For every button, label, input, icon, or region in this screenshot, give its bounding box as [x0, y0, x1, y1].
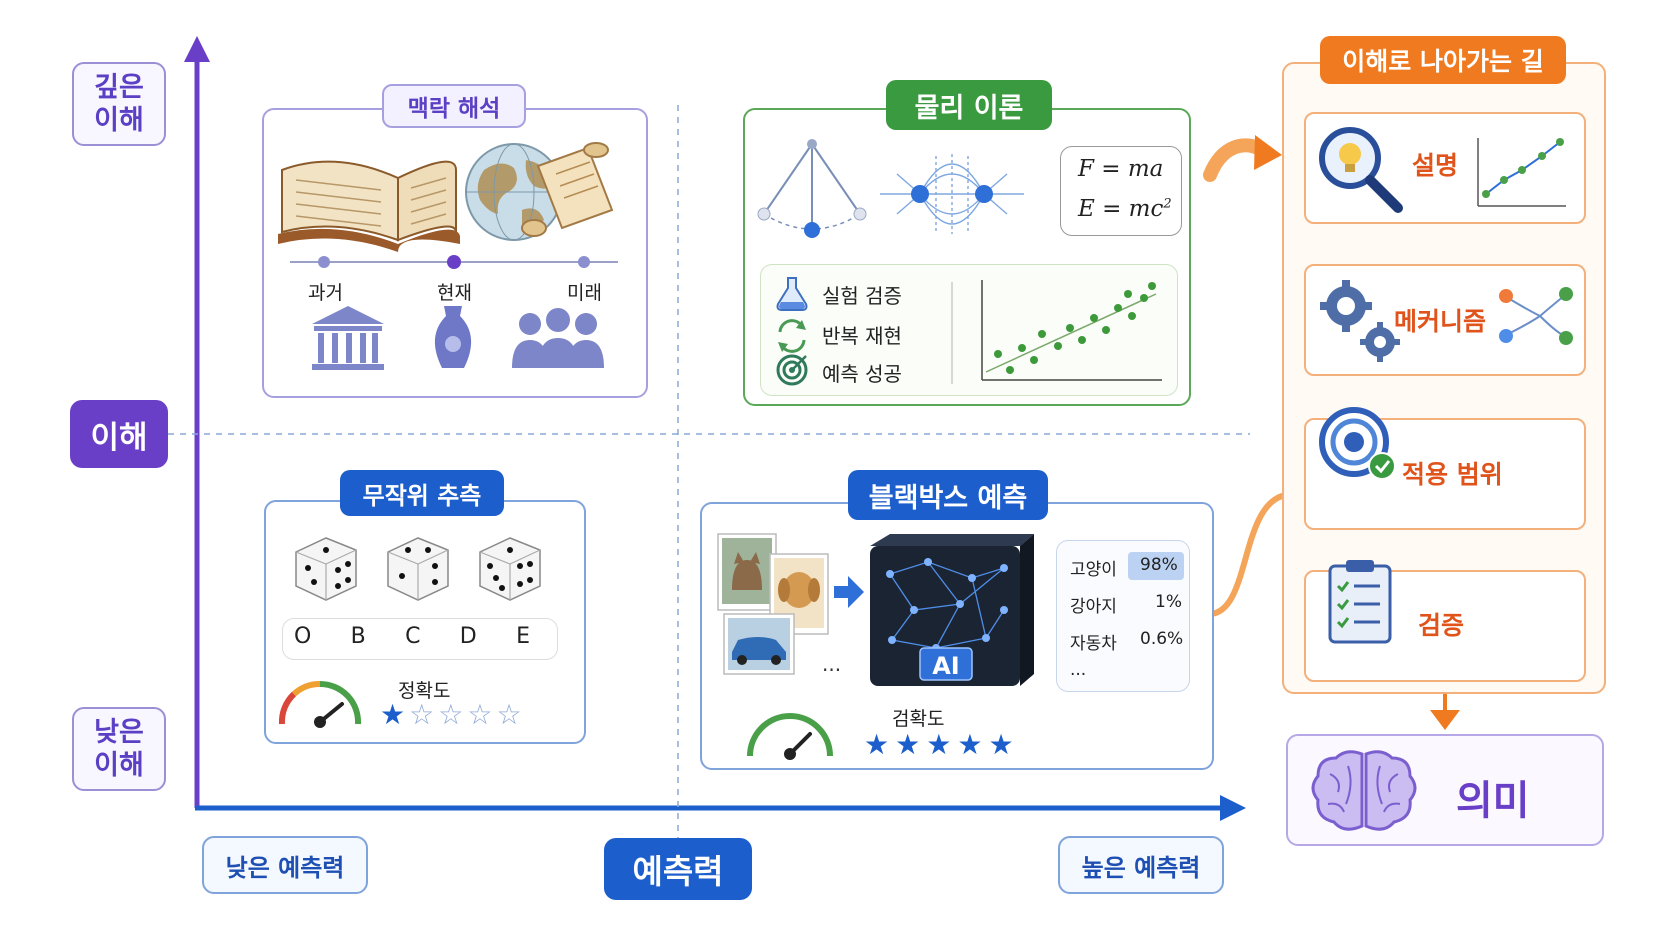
prediction-value: 0.6%: [1140, 629, 1184, 649]
cat-photo-icon: [717, 533, 777, 611]
timeline: [290, 255, 618, 269]
blackbox-accuracy-label: 검확도: [892, 708, 945, 730]
field-lines-icon: [880, 154, 1024, 234]
vase-icon: [434, 306, 472, 368]
star-filled-icon: ★: [957, 728, 983, 761]
high-gauge-icon: [747, 713, 833, 760]
timeline-past: 과거: [308, 282, 343, 304]
prediction-label: 자동차: [1070, 634, 1117, 654]
star-empty-icon: ☆: [467, 698, 493, 731]
blackbox-illustration: [717, 533, 1034, 686]
star-filled-icon: ★: [895, 728, 921, 761]
prediction-label: 강아지: [1070, 597, 1117, 617]
check-experiment: 실험 검증: [822, 284, 902, 308]
open-book-icon: [278, 160, 460, 252]
pendulum-icon: [757, 139, 867, 238]
physics-diagrams: [757, 139, 1024, 238]
step-mechanism-label: 메커니즘: [1394, 307, 1487, 336]
y-axis-top-label: 깊은 이해: [72, 62, 166, 146]
step-scope-label: 적용 범위: [1402, 460, 1503, 489]
formula-newton: F = ma: [1078, 156, 1164, 182]
y-axis: [184, 36, 210, 808]
physics-to-path-arrowhead: [1254, 135, 1282, 170]
step-explanation-label: 설명: [1412, 151, 1459, 180]
timeline-future: 미래: [567, 282, 602, 304]
input-arrow-icon: [834, 576, 864, 608]
physics-evidence-graphics: [776, 277, 1162, 386]
formula-box: [1060, 146, 1182, 236]
more-inputs-ellipsis: ...: [822, 652, 842, 676]
option-item: C: [405, 624, 421, 649]
star-empty-icon: ☆: [438, 698, 464, 731]
step-verification-label: 검증: [1418, 611, 1465, 640]
gears-icon: [1320, 280, 1400, 362]
option-item: B: [350, 624, 366, 649]
y-axis-bottom-label: 낮은 이해: [72, 707, 166, 791]
trend-chart-icon: [1477, 138, 1566, 207]
dice-group: [295, 537, 541, 601]
low-gauge-icon: [278, 680, 362, 728]
star-filled-icon: ★: [864, 728, 890, 761]
flask-icon: [776, 277, 808, 311]
prediction-value: 98%: [1140, 555, 1178, 575]
prediction-value: 1%: [1155, 592, 1182, 612]
magnifier-bulb-icon: [1319, 127, 1403, 213]
physics-scatter-plot: [981, 280, 1162, 381]
predictions-more: ...: [1070, 660, 1087, 680]
x-axis-mid-label: 예측력: [604, 838, 752, 900]
formula-einstein: E = mc2: [1078, 196, 1172, 222]
dice-icon: [295, 537, 357, 601]
star-filled-icon: ★: [380, 698, 406, 731]
formula-einstein-base: E = mc: [1078, 196, 1164, 222]
context-title: 맥락 해석: [382, 84, 526, 128]
option-item: O: [294, 624, 312, 649]
star-filled-icon: ★: [926, 728, 952, 761]
y-axis-mid-label: 이해: [70, 400, 168, 468]
target-icon: [776, 354, 808, 386]
physics-title: 물리 이론: [886, 80, 1052, 130]
context-illustration: [278, 142, 618, 370]
check-prediction: 예측 성공: [822, 362, 902, 386]
random-accuracy-label: 정확도: [398, 680, 451, 702]
people-icon: [512, 308, 604, 368]
repeat-icon: [778, 319, 806, 353]
formula-einstein-exp: 2: [1163, 196, 1172, 212]
check-reproduce: 반복 재현: [822, 324, 902, 348]
blackbox-to-path-curve: [1207, 493, 1285, 617]
options-row: [282, 618, 558, 660]
x-axis-left-label: 낮은 예측력: [202, 836, 368, 894]
physics-to-path-arrow: [1203, 138, 1269, 182]
star-empty-icon: ☆: [496, 698, 522, 731]
car-photo-icon: [723, 613, 795, 675]
brain-icon: [1311, 750, 1417, 831]
options-list: O B C D E: [282, 624, 558, 649]
path-step-icons: [1319, 127, 1573, 644]
random-title: 무작위 추측: [340, 470, 504, 516]
blackbox-rating: ★★★★★: [864, 730, 1014, 760]
meaning-label: 의미: [1456, 778, 1530, 824]
star-filled-icon: ★: [988, 728, 1014, 761]
option-item: D: [459, 624, 477, 649]
prediction-label: 고양이: [1070, 560, 1117, 580]
network-icon: [1499, 287, 1573, 345]
x-axis: [195, 795, 1246, 821]
museum-icon: [312, 306, 384, 370]
dice-icon: [479, 537, 541, 601]
ai-label: AI: [932, 652, 960, 680]
target-check-icon: [1319, 407, 1396, 480]
option-item: E: [516, 624, 530, 649]
top-prediction-highlight: [1128, 552, 1184, 580]
timeline-present: 현재: [437, 282, 472, 304]
ai-cube-icon: [870, 534, 1034, 686]
star-empty-icon: ☆: [409, 698, 435, 731]
dice-icon: [387, 537, 449, 601]
clipboard-icon: [1328, 560, 1392, 644]
scroll-icon: [521, 142, 614, 237]
random-rating: ★☆☆☆☆: [380, 700, 522, 730]
blackbox-title: 블랙박스 예측: [848, 470, 1048, 520]
path-title: 이해로 나아가는 길: [1320, 36, 1566, 84]
x-axis-right-label: 높은 예측력: [1058, 836, 1224, 894]
